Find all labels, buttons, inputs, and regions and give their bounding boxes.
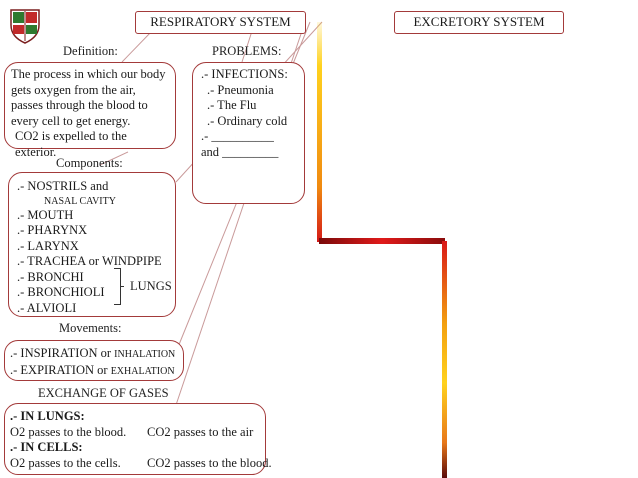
problems-box: .- INFECTIONS: .- Pneumonia .- The Flu .…: [192, 62, 305, 204]
inspiration-text: .- INSPIRATION or: [10, 346, 115, 360]
exchange-cells-row: O2 passes to the cells. CO2 passes to the…: [10, 455, 272, 472]
definition-line: The process in which our body: [11, 67, 166, 81]
exchange-in-cells: .- IN CELLS:: [10, 440, 83, 454]
lungs-co2-text: CO2 passes to the air: [147, 424, 254, 439]
exchange-in-lungs: .- IN LUNGS:: [10, 409, 85, 423]
components-label: Components:: [56, 156, 123, 170]
path-horizontal: [319, 238, 445, 244]
component-lung-item: .- BRONCHIOLI: [17, 285, 105, 299]
problem-blank: and _________: [201, 144, 279, 159]
exchange-label: EXCHANGE OF GASES: [38, 386, 169, 400]
problem-item: .- The Flu: [207, 98, 257, 112]
inhalation-text: INHALATION: [114, 349, 176, 360]
exchange-lungs-row: O2 passes to the blood. CO2 passes to the…: [10, 425, 265, 441]
definition-line: gets oxygen from the air,: [11, 82, 136, 97]
school-crest-icon: [10, 9, 40, 44]
excretory-title: EXCRETORY SYSTEM: [394, 11, 564, 34]
connector-definition: [121, 30, 153, 63]
component-item: .- TRACHEA or WINDPIPE: [17, 254, 162, 268]
lungs-o2-text: O2 passes to the blood.: [10, 424, 127, 439]
expiration-text: .- EXPIRATION or: [10, 362, 111, 377]
problems-label: PROBLEMS:: [212, 44, 282, 58]
definition-line: every cell to get energy.: [11, 113, 131, 128]
problem-item: .- Ordinary cold: [207, 113, 288, 128]
path-vertical-1: [317, 22, 322, 242]
lungs-bracket-tick: [120, 286, 124, 287]
logo: [8, 7, 42, 45]
movement-expiration: .- EXPIRATION or EXHALATION: [10, 363, 183, 380]
component-item: .- MOUTH: [17, 207, 74, 222]
cells-o2-text: O2 passes to the cells.: [10, 455, 121, 470]
definition-box: The process in which our body gets oxyge…: [4, 62, 176, 159]
connector-components: [99, 151, 129, 166]
definition-label: Definition:: [63, 44, 118, 58]
component-nostrils: .- NOSTRILS and: [17, 179, 109, 193]
movements-label: Movements:: [59, 321, 122, 335]
problems-heading: .- INFECTIONS:: [201, 67, 288, 81]
component-lung-item: .- ALVIOLI: [17, 300, 77, 315]
component-lung-item: .- BRONCHI: [17, 269, 84, 284]
components-box: .- NOSTRILS and NASAL CAVITY .- MOUTH .-…: [8, 172, 176, 317]
respiratory-title: RESPIRATORY SYSTEM: [135, 11, 306, 34]
movements-box: .- INSPIRATION or INHALATION .- EXPIRATI…: [4, 340, 184, 381]
exchange-box: .- IN LUNGS: O2 passes to the blood. CO2 …: [4, 403, 272, 475]
connector-problems: [241, 30, 253, 63]
component-item: .- PHARYNX: [17, 223, 88, 237]
lungs-label: LUNGS: [130, 279, 172, 293]
movement-inspiration: .- INSPIRATION or INHALATION: [10, 346, 183, 363]
exhalation-text: EXHALATION: [110, 365, 175, 377]
component-nasal-cavity: NASAL CAVITY: [44, 195, 116, 207]
problem-item: .- Pneumonia: [207, 82, 274, 97]
definition-last-line: CO2 is expelled to the exterior.: [15, 129, 127, 159]
definition-line: passes through the blood to: [11, 98, 148, 112]
component-item: .- LARYNX: [17, 238, 79, 253]
problem-blank: .- __________: [201, 129, 274, 143]
cells-co2-text: CO2 passes to the blood.: [147, 455, 272, 470]
path-vertical-2: [442, 241, 447, 478]
